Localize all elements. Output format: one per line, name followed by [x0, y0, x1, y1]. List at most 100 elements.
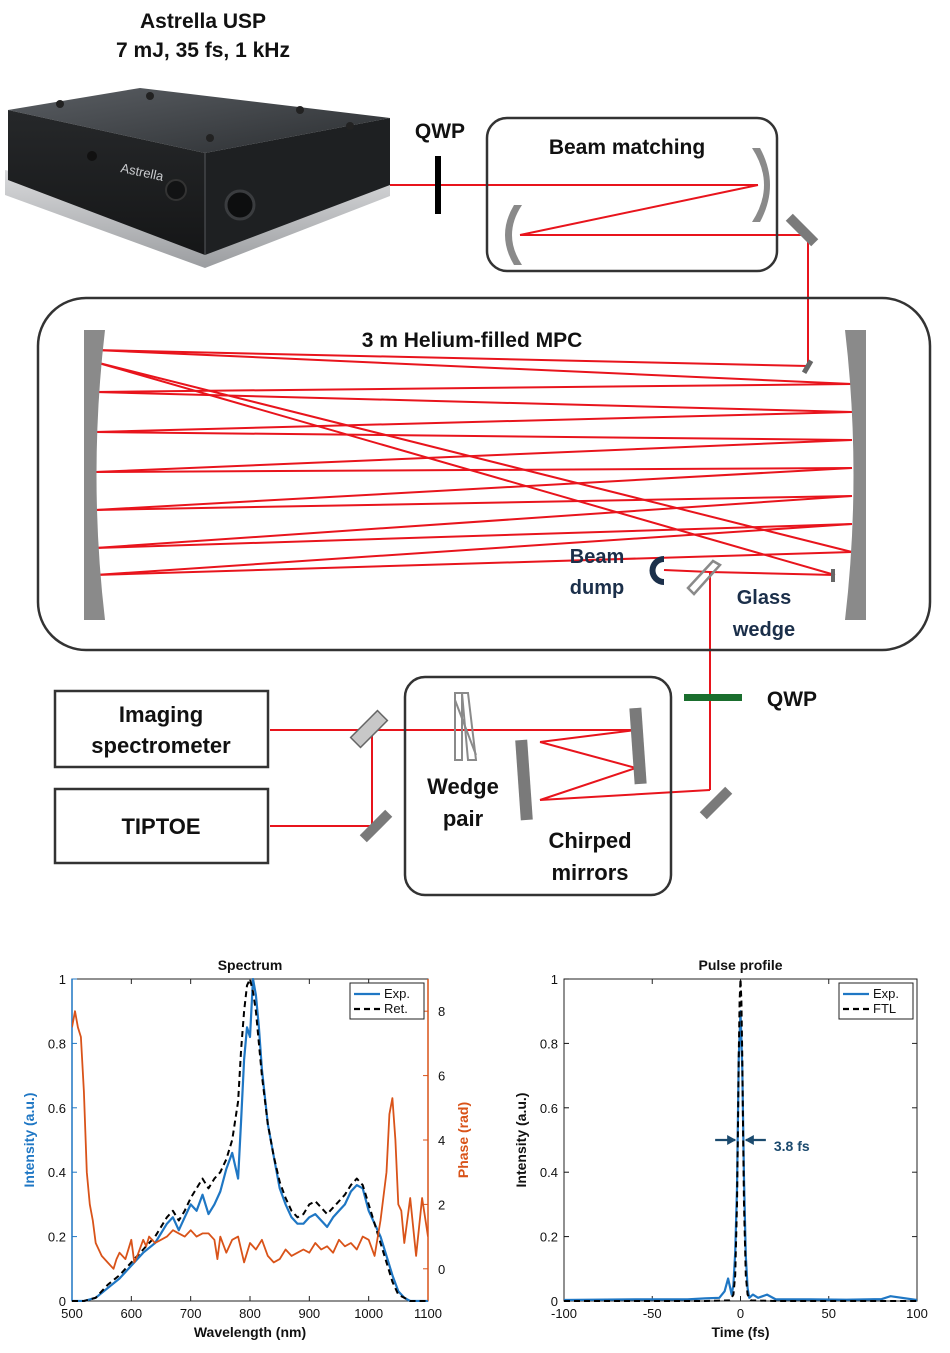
y-tick-label: 0.8 [48, 1036, 66, 1051]
y-tick-label: 0.4 [48, 1165, 66, 1180]
plot-area [564, 978, 917, 1302]
pulse-chart: -100 -50 0 50 100 0 0.2 0.4 0.6 0.8 1 Pulse profile… [513, 957, 928, 1340]
laser-knob [224, 189, 256, 221]
y-tick-label: 0.6 [540, 1101, 558, 1116]
y-right-tick-label: 6 [438, 1069, 445, 1084]
laser-specs: 7 mJ, 35 fs, 1 kHz [116, 39, 290, 62]
beam-dump-label-1: Beam [570, 546, 624, 568]
x-tick-label: -100 [551, 1306, 577, 1321]
beam-dump-label-2: dump [570, 577, 624, 599]
series-line-ftl [564, 978, 917, 1302]
mpc-chamber [36, 296, 932, 652]
curved-mirror-right [752, 148, 770, 222]
legend-box [838, 982, 914, 1020]
chirped-mirrors-label-2: mirrors [551, 860, 628, 885]
mpc-mirror-right [845, 330, 866, 620]
mpc-mirror-left [84, 330, 105, 620]
mpc-label: 3 m Helium-filled MPC [362, 329, 583, 352]
x-tick-label: 1100 [414, 1306, 442, 1321]
x-tick-label: 500 [61, 1306, 83, 1321]
laser-name: Astrella USP [140, 10, 266, 33]
x-tick-label: 1000 [354, 1306, 383, 1321]
legend: Exp.FTL [838, 982, 914, 1020]
chart-title: Spectrum [218, 957, 283, 973]
legend-label: Ret. [384, 1001, 408, 1016]
y-label: Intensity (a.u.) [21, 1093, 37, 1188]
legend-label: Exp. [873, 986, 899, 1001]
y-right-tick-label: 2 [438, 1197, 445, 1212]
legend: Exp.Ret. [349, 982, 425, 1020]
y-tick-label: 0.6 [48, 1101, 66, 1116]
laser-port-small [87, 151, 97, 161]
fwhm-arrowhead-right [744, 1135, 754, 1145]
x-label: Time (fs) [711, 1324, 769, 1340]
y-tick-label: 0.2 [48, 1230, 66, 1245]
y-tick-label: 1 [551, 972, 558, 987]
qwp-top [435, 156, 441, 214]
y-tick-label: 0.4 [540, 1165, 558, 1180]
series-line-ret [72, 978, 428, 1302]
mpc-injection-mirror [801, 359, 814, 375]
x-tick-label: -50 [643, 1306, 662, 1321]
x-tick-label: 600 [120, 1306, 142, 1321]
chart-title: Pulse profile [698, 957, 782, 973]
beam-path [94, 184, 853, 827]
y-right-tick-label: 0 [438, 1262, 445, 1277]
y-tick-label: 0 [59, 1294, 66, 1309]
x-tick-label: 700 [180, 1306, 202, 1321]
series-line-exp [564, 1010, 917, 1302]
curved-mirror-left [505, 205, 522, 265]
fold-mirror-2 [699, 786, 733, 820]
y-right-tick-label: 4 [438, 1133, 445, 1148]
y-tick-label: 1 [59, 972, 66, 987]
y-tick-label: 0 [551, 1294, 558, 1309]
x-tick-label: 800 [239, 1306, 261, 1321]
imaging-spectrometer-label-1: Imaging [119, 702, 203, 727]
y-right-tick-label: 8 [438, 1004, 445, 1019]
x-label: Wavelength (nm) [194, 1324, 306, 1340]
fwhm-label: 3.8 fs [774, 1138, 810, 1154]
legend-label: Exp. [384, 986, 410, 1001]
y-label: Intensity (a.u.) [513, 1093, 529, 1188]
beam-splitter [349, 709, 389, 749]
spectrum-chart: 500 600 700 800 900 1000 1100 0 0.2 0.4 0.6 0.8 1 0 2 4… [21, 957, 471, 1340]
tiptoe-label: TIPTOE [121, 814, 200, 839]
chirped-mirrors-label-1: Chirped [548, 828, 631, 853]
qwp-bottom-label: QWP [767, 688, 817, 711]
laser-top [8, 88, 390, 153]
x-tick-label: 900 [298, 1306, 320, 1321]
y-tick-label: 0.2 [540, 1230, 558, 1245]
mpc-extraction-mirror [831, 569, 835, 582]
plot-area [72, 978, 428, 1302]
x-tick-label: 0 [737, 1306, 744, 1321]
tiptoe-box [53, 787, 270, 865]
laser-unit: Astrella [5, 88, 390, 268]
series-line-phase [72, 1010, 428, 1270]
fold-mirror-3 [359, 809, 393, 843]
laser-side [205, 118, 390, 255]
wedge-pair-label-2: pair [443, 806, 484, 831]
compressor-box [403, 675, 673, 897]
wedge-pair-label-1: Wedge [427, 774, 499, 799]
imaging-spectrometer-box [53, 689, 270, 769]
fwhm-arrowhead-left [727, 1135, 737, 1145]
imaging-spectrometer-label-2: spectrometer [91, 733, 231, 758]
beam-dump-icon [649, 556, 664, 585]
series-line-exp [72, 978, 428, 1302]
fold-mirror-1 [785, 213, 819, 247]
chirped-mirror-bottom [515, 739, 533, 821]
glass-wedge-label-2: wedge [732, 619, 795, 641]
legend-label: FTL [873, 1001, 896, 1016]
beam-matching-label: Beam matching [549, 136, 705, 159]
chirped-mirror-top [629, 707, 647, 785]
beam-matching-box [485, 116, 779, 273]
y-label-right: Phase (rad) [455, 1102, 471, 1178]
x-tick-label: 50 [822, 1306, 836, 1321]
y-tick-label: 0.8 [540, 1036, 558, 1051]
glass-wedge-label-1: Glass [737, 587, 791, 609]
legend-box [349, 982, 425, 1020]
qwp-bottom [684, 694, 742, 701]
x-tick-label: 100 [906, 1306, 928, 1321]
glass-wedge [686, 559, 722, 596]
